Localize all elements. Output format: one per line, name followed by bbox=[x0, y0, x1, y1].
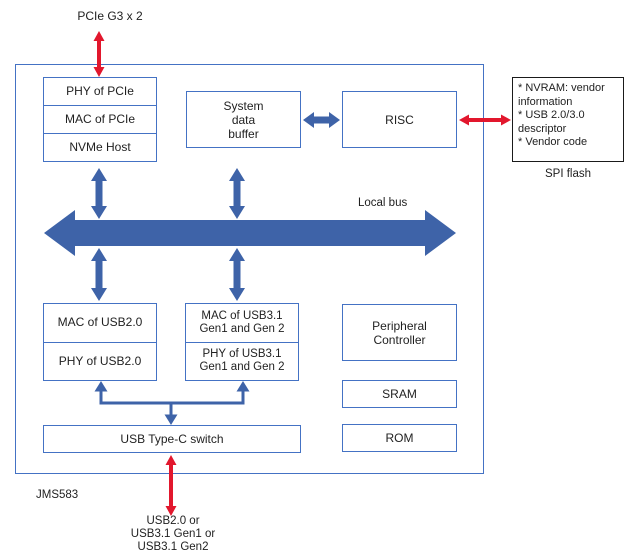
usb-typec-switch-block: USB Type-C switch bbox=[43, 425, 301, 453]
phy-of-usb2-block: PHY of USB2.0 bbox=[44, 341, 156, 381]
chip-boundary-frame bbox=[15, 64, 484, 474]
rom-block: ROM bbox=[342, 424, 457, 452]
mac-of-usb31-block: MAC of USB3.1 Gen1 and Gen 2 bbox=[199, 309, 285, 335]
peripheral-controller-block: Peripheral Controller bbox=[342, 304, 457, 361]
local-bus-label: Local bus bbox=[358, 197, 408, 209]
pcie-block-stack: PHY of PCIe MAC of PCIe NVMe Host bbox=[43, 77, 157, 162]
spi-flash-contents-box: * NVRAM: vendor information * USB 2.0/3.… bbox=[512, 77, 624, 162]
usb-port-label: USB2.0 or USB3.1 Gen1 or USB3.1 Gen2 bbox=[130, 515, 216, 553]
mac-of-usb2-block: MAC of USB2.0 bbox=[57, 315, 143, 330]
mac-of-pcie-block: MAC of PCIe bbox=[44, 105, 156, 133]
nvme-host-block: NVMe Host bbox=[44, 133, 156, 161]
spi-flash-label: SPI flash bbox=[544, 168, 592, 180]
pcie-port-label: PCIe G3 x 2 bbox=[77, 9, 143, 23]
risc-block: RISC bbox=[342, 91, 457, 148]
system-data-buffer-block: System data buffer bbox=[186, 91, 301, 148]
chip-name-label: JMS583 bbox=[36, 489, 79, 501]
phy-of-usb31-block: PHY of USB3.1 Gen1 and Gen 2 bbox=[186, 341, 298, 381]
usb2-block-stack: MAC of USB2.0 PHY of USB2.0 bbox=[43, 303, 157, 381]
usb3-block-stack: MAC of USB3.1 Gen1 and Gen 2 PHY of USB3… bbox=[185, 303, 299, 381]
sram-block: SRAM bbox=[342, 380, 457, 408]
phy-of-pcie-block: PHY of PCIe bbox=[66, 84, 134, 98]
